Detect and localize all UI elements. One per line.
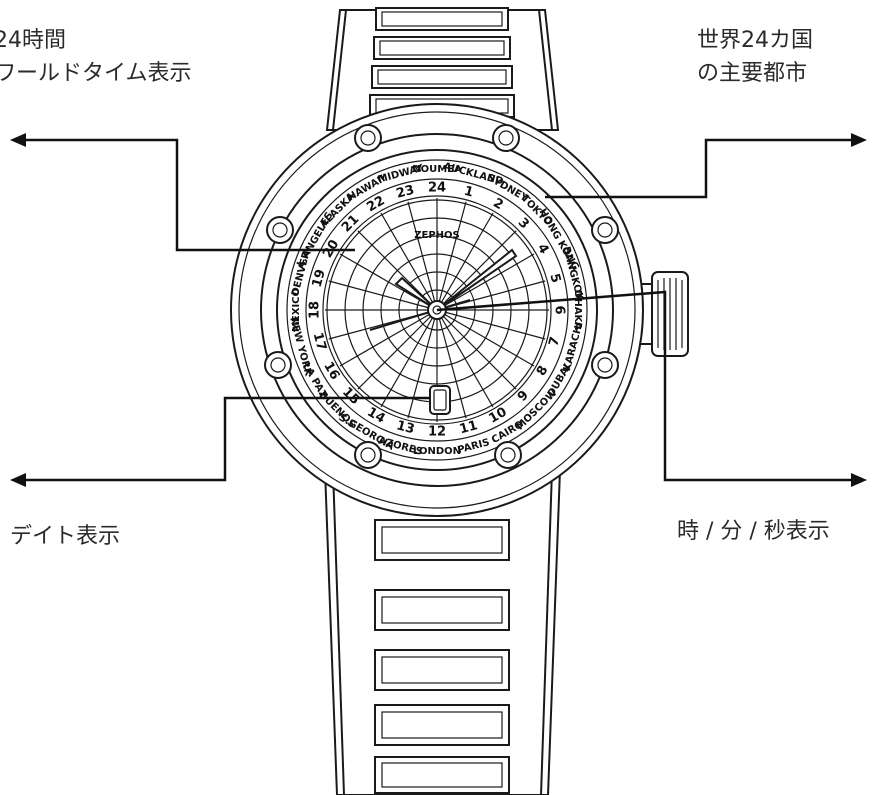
hour-number: 23 bbox=[395, 183, 416, 202]
city-label: NOUMEA bbox=[412, 164, 462, 175]
cities-label-line1: 世界24カ国 bbox=[697, 28, 813, 53]
hour-number: 17 bbox=[310, 331, 329, 352]
upper-bracelet bbox=[325, 7, 560, 131]
world-time-label-line1: 24時間 bbox=[0, 28, 66, 53]
cities-label: 世界24カ国 の主要都市 bbox=[697, 24, 813, 90]
date-label: デイト表示 bbox=[10, 524, 121, 549]
hour-number: 12 bbox=[428, 425, 446, 440]
world-time-label: 24時間 ワールドタイム表示 bbox=[0, 24, 192, 90]
brand-logo: ZEPHOS bbox=[414, 230, 459, 241]
hour-number: 6 bbox=[552, 305, 567, 314]
lower-bracelet bbox=[323, 469, 562, 795]
hour-number: 7 bbox=[546, 335, 563, 348]
cities-label-line2: の主要都市 bbox=[697, 61, 808, 86]
watch-hands bbox=[369, 248, 518, 331]
crown bbox=[637, 271, 689, 357]
hour-number: 11 bbox=[458, 418, 479, 437]
callout-world-time bbox=[10, 133, 355, 252]
city-label: DHAKA bbox=[572, 290, 583, 330]
city-label: MEXICO bbox=[291, 288, 302, 332]
hour-number: 5 bbox=[546, 272, 563, 285]
city-label: LONDON bbox=[413, 446, 461, 457]
hour-number: 18 bbox=[308, 301, 323, 319]
time-label: 時 / 分 / 秒表示 bbox=[677, 519, 830, 544]
hour-number: 19 bbox=[310, 268, 329, 289]
hour-number: 24 bbox=[428, 181, 446, 196]
world-time-label-line2: ワールドタイム表示 bbox=[0, 61, 192, 86]
bezel-screws bbox=[264, 124, 619, 469]
hour-number: 1 bbox=[462, 184, 475, 201]
callout-time bbox=[436, 290, 867, 487]
callout-cities bbox=[545, 133, 867, 199]
date-window bbox=[429, 385, 451, 415]
callout-date bbox=[10, 396, 430, 487]
hour-number: 13 bbox=[395, 418, 416, 437]
